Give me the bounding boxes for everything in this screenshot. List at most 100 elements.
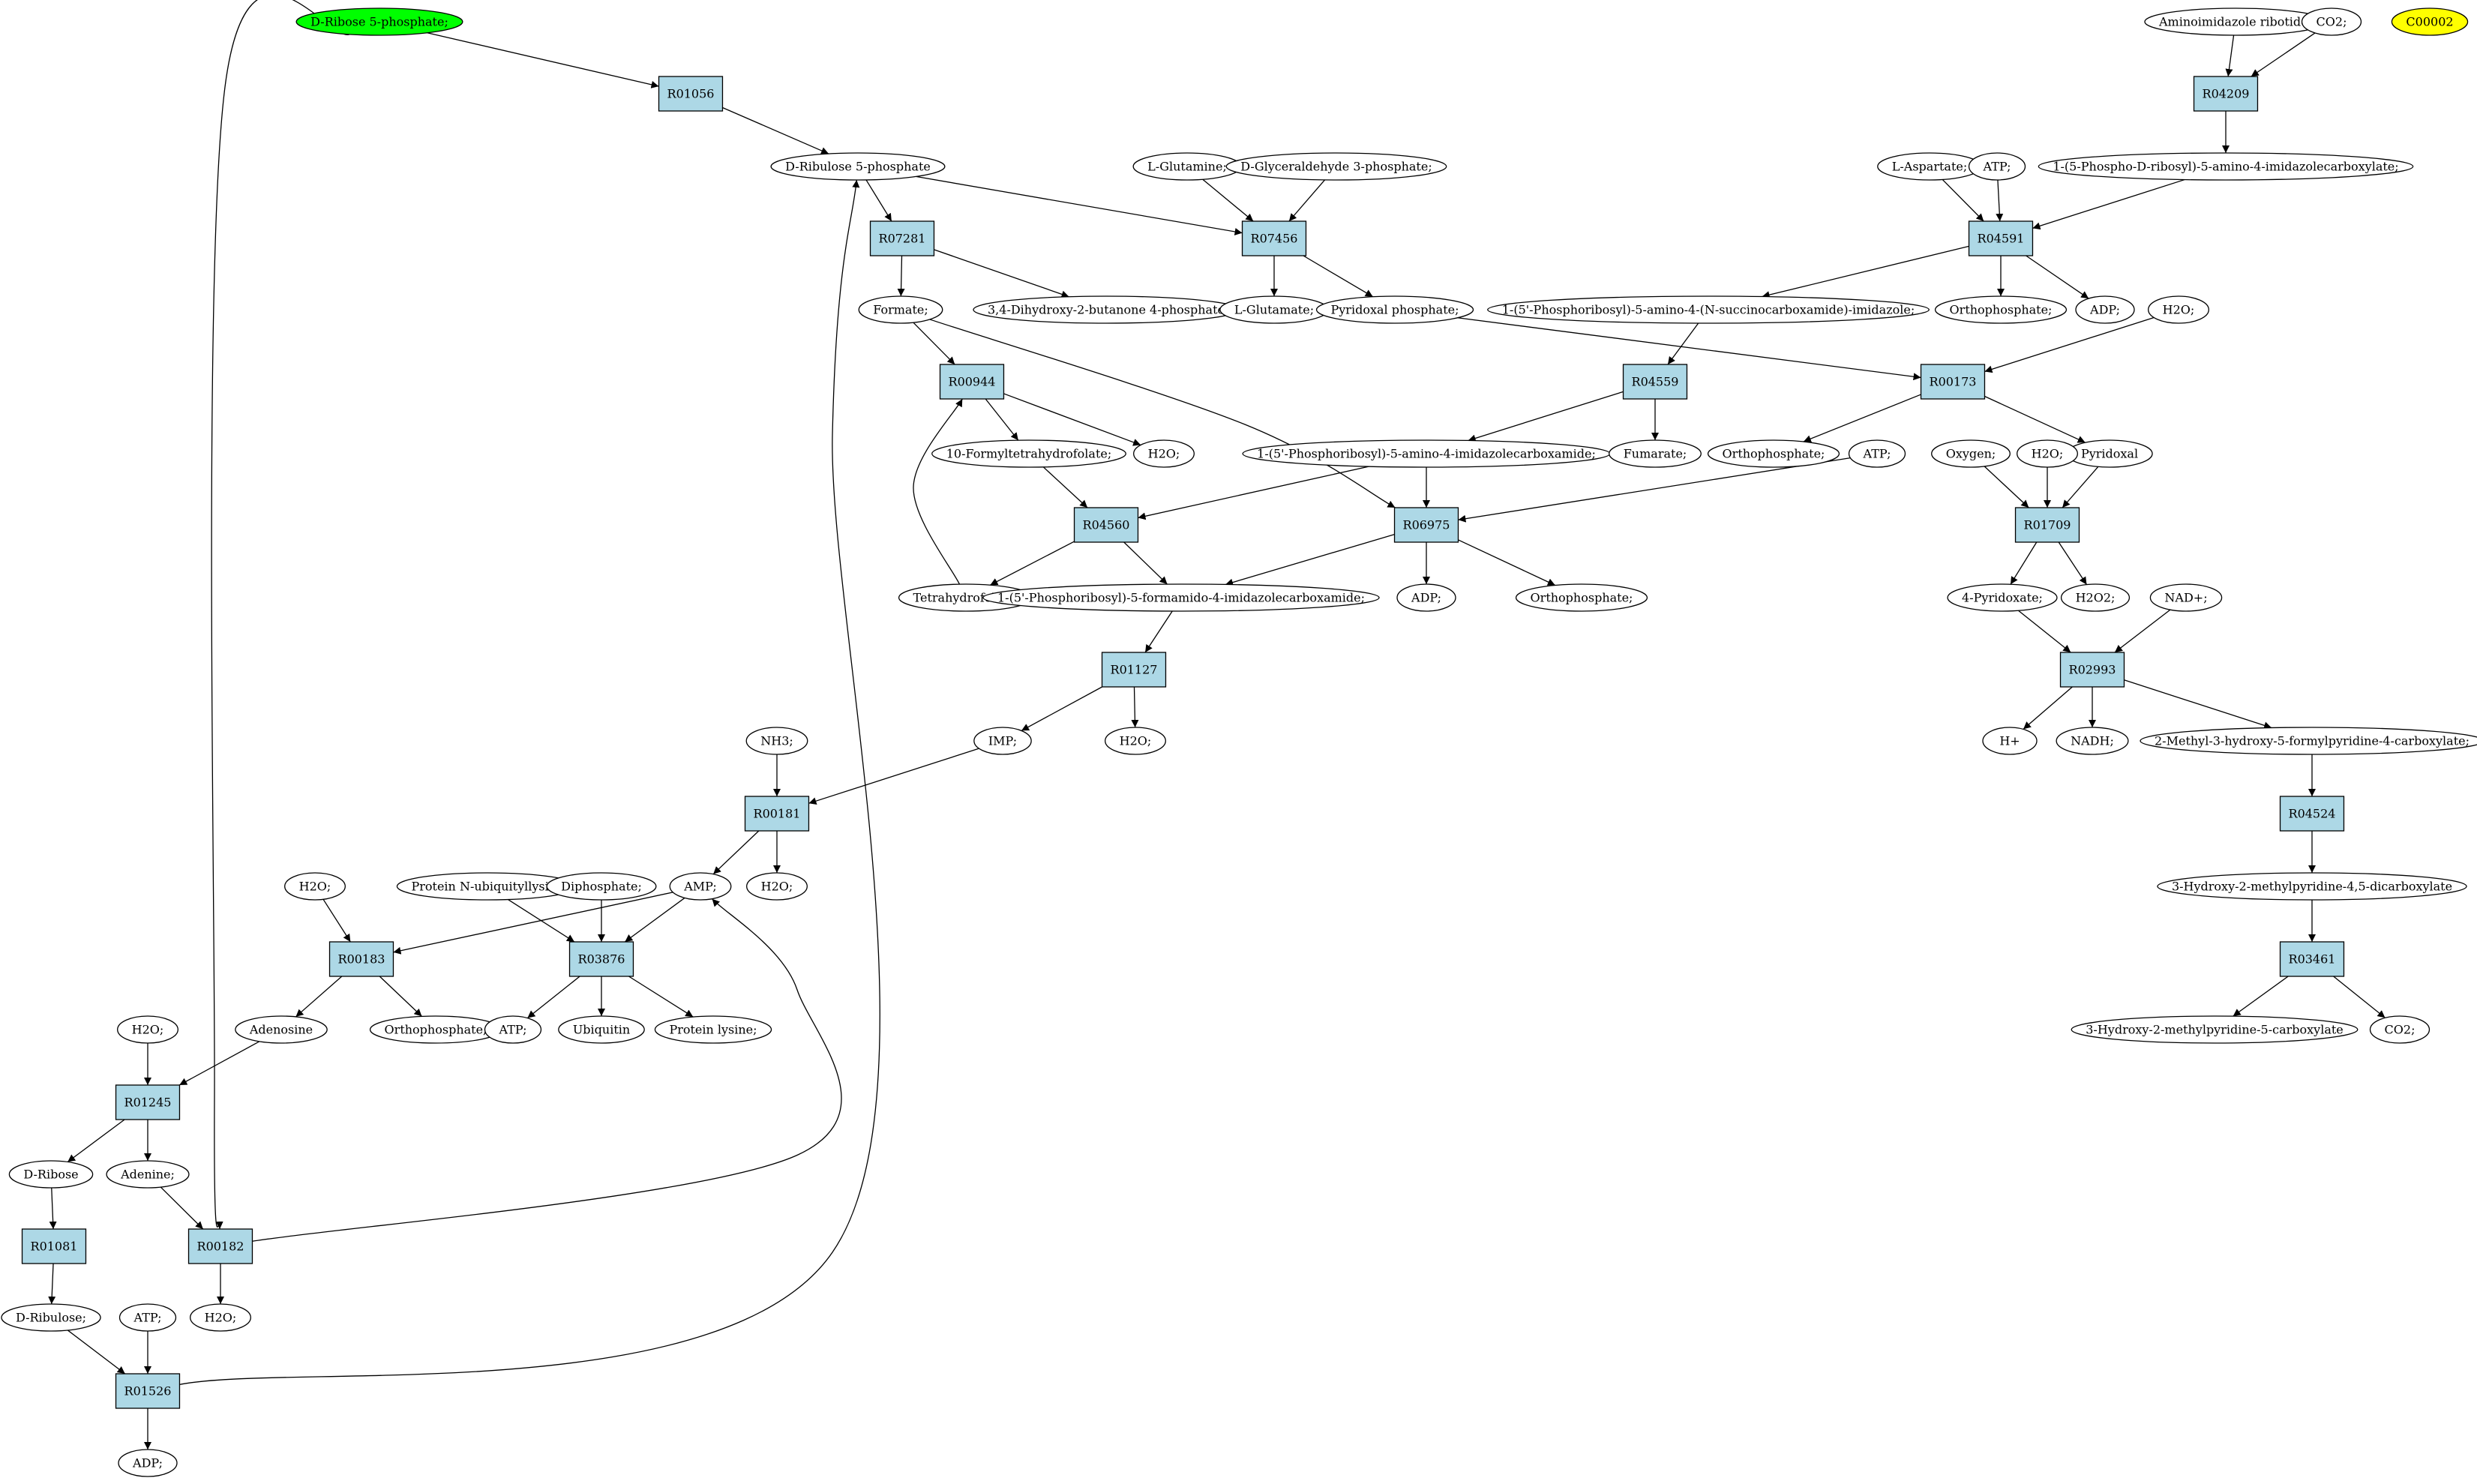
compound-node-nadp[interactable]: NAD+; [2149, 583, 2223, 612]
reaction-node-R03461[interactable]: R03461 [2279, 941, 2345, 977]
reaction-box [1101, 652, 1167, 688]
compound-node-h2o_r00944[interactable]: H2O; [1133, 439, 1195, 468]
compound-node-atp_r03876[interactable]: ATP; [484, 1015, 542, 1044]
reaction-node-R07281[interactable]: R07281 [869, 220, 935, 256]
compound-node-fair[interactable]: 1-(5'-Phosphoribosyl)-5-formamido-4-imid… [982, 583, 1380, 612]
reaction-node-R04209[interactable]: R04209 [2193, 76, 2259, 112]
compound-node-mhfpc[interactable]: 2-Methyl-3-hydroxy-5-formylpyridine-4-ca… [2140, 727, 2477, 755]
compound-node-h2o_r00183[interactable]: H2O; [284, 872, 346, 901]
compound-node-co2_r03461[interactable]: CO2; [2369, 1015, 2431, 1044]
compound-node-h2o2[interactable]: H2O2; [2060, 583, 2131, 612]
compound-node-hplus[interactable]: H+ [1982, 727, 2038, 755]
reaction-node-R01245[interactable]: R01245 [115, 1084, 181, 1120]
reaction-node-R03876[interactable]: R03876 [568, 941, 634, 977]
reaction-node-R04591[interactable]: R04591 [1968, 220, 2034, 256]
compound-node-fumarate[interactable]: Fumarate; [1609, 439, 1702, 468]
compound-node-aicar[interactable]: 1-(5'-Phosphoribosyl)-5-amino-4-imidazol… [1242, 439, 1611, 468]
compound-node-pyridoxal[interactable]: Pyridoxal [2066, 439, 2153, 468]
compound-node-orthophosphate_r04591[interactable]: Orthophosphate; [1934, 295, 2068, 324]
compound-node-adenosine[interactable]: Adenosine [235, 1015, 328, 1044]
reaction-node-R01526[interactable]: R01526 [115, 1373, 181, 1409]
edge-co2_r04209-to-R04209 [2251, 32, 2316, 77]
reaction-node-R00183[interactable]: R00183 [328, 941, 394, 977]
compound-node-adp_r06975[interactable]: ADP; [1396, 583, 1456, 612]
compound-ellipse [2075, 295, 2135, 324]
compound-node-h2o_r00173[interactable]: H2O; [2148, 295, 2209, 324]
compound-node-orthophosphate_r00183[interactable]: Orthophosphate; [369, 1015, 502, 1044]
compound-node-diphosphate[interactable]: Diphosphate; [546, 872, 657, 901]
compound-node-dgap[interactable]: D-Glyceraldehyde 3-phosphate; [1225, 152, 1447, 181]
edge-fair-to-R01127 [1144, 610, 1173, 653]
edge-R04591-to-adp_r04591 [2026, 255, 2089, 299]
compound-node-formate[interactable]: Formate; [858, 295, 943, 324]
reaction-node-R06975[interactable]: R06975 [1393, 507, 1459, 543]
reaction-node-R01709[interactable]: R01709 [2014, 507, 2080, 543]
reaction-node-R07456[interactable]: R07456 [1241, 220, 1307, 256]
compound-node-orthophosphate_r06975[interactable]: Orthophosphate; [1515, 583, 1648, 612]
compound-node-atp_r01526[interactable]: ATP; [118, 1303, 177, 1332]
compound-node-ribulose5p[interactable]: D-Ribulose 5-phosphate [770, 152, 946, 181]
reaction-node-R00181[interactable]: R00181 [744, 796, 810, 832]
compound-node-h2o_r01245[interactable]: H2O; [117, 1015, 178, 1044]
reaction-node-R04559[interactable]: R04559 [1622, 364, 1688, 400]
compound-node-adp_r01526[interactable]: ADP; [118, 1449, 178, 1477]
edge-R00181-to-amp [712, 830, 760, 875]
reaction-node-R00182[interactable]: R00182 [187, 1228, 253, 1264]
compound-node-ribose5p[interactable]: D-Ribose 5-phosphate; [295, 7, 463, 36]
compound-node-hmpc[interactable]: 3-Hydroxy-2-methylpyridine-5-carboxylate [2071, 1015, 2359, 1044]
compound-node-air[interactable]: Aminoimidazole ribotide; [2144, 7, 2327, 36]
compound-node-saicar[interactable]: 1-(5'-Phosphoribosyl)-5-amino-4-(N-succi… [1487, 295, 1930, 324]
reaction-node-R00944[interactable]: R00944 [939, 364, 1005, 400]
compound-node-adenine[interactable]: Adenine; [106, 1160, 190, 1189]
node-label: Protein N-ubiquityllysine [411, 880, 563, 894]
compound-node-pyridoxate[interactable]: 4-Pyridoxate; [1947, 583, 2058, 612]
node-label: ADP; [132, 1456, 163, 1471]
compound-node-amp[interactable]: AMP; [669, 872, 732, 901]
compound-node-adp_r04591[interactable]: ADP; [2075, 295, 2135, 324]
node-label: D-Ribose [23, 1168, 78, 1182]
compound-ellipse [2140, 727, 2477, 755]
compound-node-h2o_r00182[interactable]: H2O; [190, 1303, 251, 1332]
compound-node-dribulose[interactable]: D-Ribulose; [1, 1303, 101, 1332]
compound-node-atp_r06975[interactable]: ATP; [1848, 439, 1906, 468]
compound-node-atp_r04591[interactable]: ATP; [1968, 152, 2026, 181]
compound-node-imp[interactable]: IMP; [973, 727, 1032, 755]
compound-node-oxygen[interactable]: Oxygen; [1931, 439, 2011, 468]
reaction-node-R01081[interactable]: R01081 [21, 1228, 87, 1264]
compound-node-protnub[interactable]: Protein N-ubiquityllysine [396, 872, 579, 901]
node-label: R00173 [1930, 375, 1977, 389]
compound-node-formylthf[interactable]: 10-Formyltetrahydrofolate; [931, 439, 1126, 468]
compound-node-protlys[interactable]: Protein lysine; [654, 1015, 772, 1044]
reaction-node-R01127[interactable]: R01127 [1101, 652, 1167, 688]
node-label: D-Ribose 5-phosphate; [310, 15, 448, 29]
compound-node-ubiquitin[interactable]: Ubiquitin [558, 1015, 645, 1044]
compound-node-lglutamine[interactable]: L-Glutamine; [1132, 152, 1242, 181]
edge-formate-to-R00944 [913, 322, 955, 365]
compound-node-cair[interactable]: 1-(5-Phospho-D-ribosyl)-5-amino-4-imidaz… [2038, 152, 2414, 181]
compound-node-dribose[interactable]: D-Ribose [8, 1160, 94, 1189]
reaction-box [2014, 507, 2080, 543]
compound-node-lglutamate[interactable]: L-Glutamate; [1219, 295, 1329, 324]
edge-R02993-to-hplus [2023, 686, 2073, 730]
compound-node-laspartate[interactable]: L-Aspartate; [1877, 152, 1982, 181]
compound-node-h2o_r01709[interactable]: H2O; [2017, 439, 2078, 468]
reaction-node-R04560[interactable]: R04560 [1073, 507, 1139, 543]
compound-node-h2o_r00181[interactable]: H2O; [746, 872, 808, 901]
compound-node-dhbp[interactable]: 3,4-Dihydroxy-2-butanone 4-phosphate [973, 295, 1240, 324]
compound-node-co2_r04209[interactable]: CO2; [2301, 7, 2362, 36]
reaction-node-R04524[interactable]: R04524 [2279, 796, 2345, 832]
compound-node-hmpdc[interactable]: 3-Hydroxy-2-methylpyridine-4,5-dicarboxy… [2157, 872, 2467, 901]
reaction-node-R01056[interactable]: R01056 [658, 76, 724, 112]
compound-ellipse [2391, 7, 2469, 36]
compound-node-h2o_r01127[interactable]: H2O; [1105, 727, 1166, 755]
compound-node-c00002[interactable]: C00002 [2391, 7, 2469, 36]
compound-node-pyridoxalp[interactable]: Pyridoxal phosphate; [1315, 295, 1474, 324]
node-label: Pyridoxal [2081, 447, 2138, 461]
reaction-node-R00173[interactable]: R00173 [1920, 364, 1986, 400]
compound-node-nh3[interactable]: NH3; [745, 727, 808, 755]
compound-node-nadh[interactable]: NADH; [2056, 727, 2129, 755]
reaction-node-R02993[interactable]: R02993 [2059, 652, 2125, 688]
compound-ellipse [2071, 1015, 2359, 1044]
compound-node-orthophosphate_r00173[interactable]: Orthophosphate; [1707, 439, 1840, 468]
node-label: Oxygen; [1946, 447, 1996, 461]
